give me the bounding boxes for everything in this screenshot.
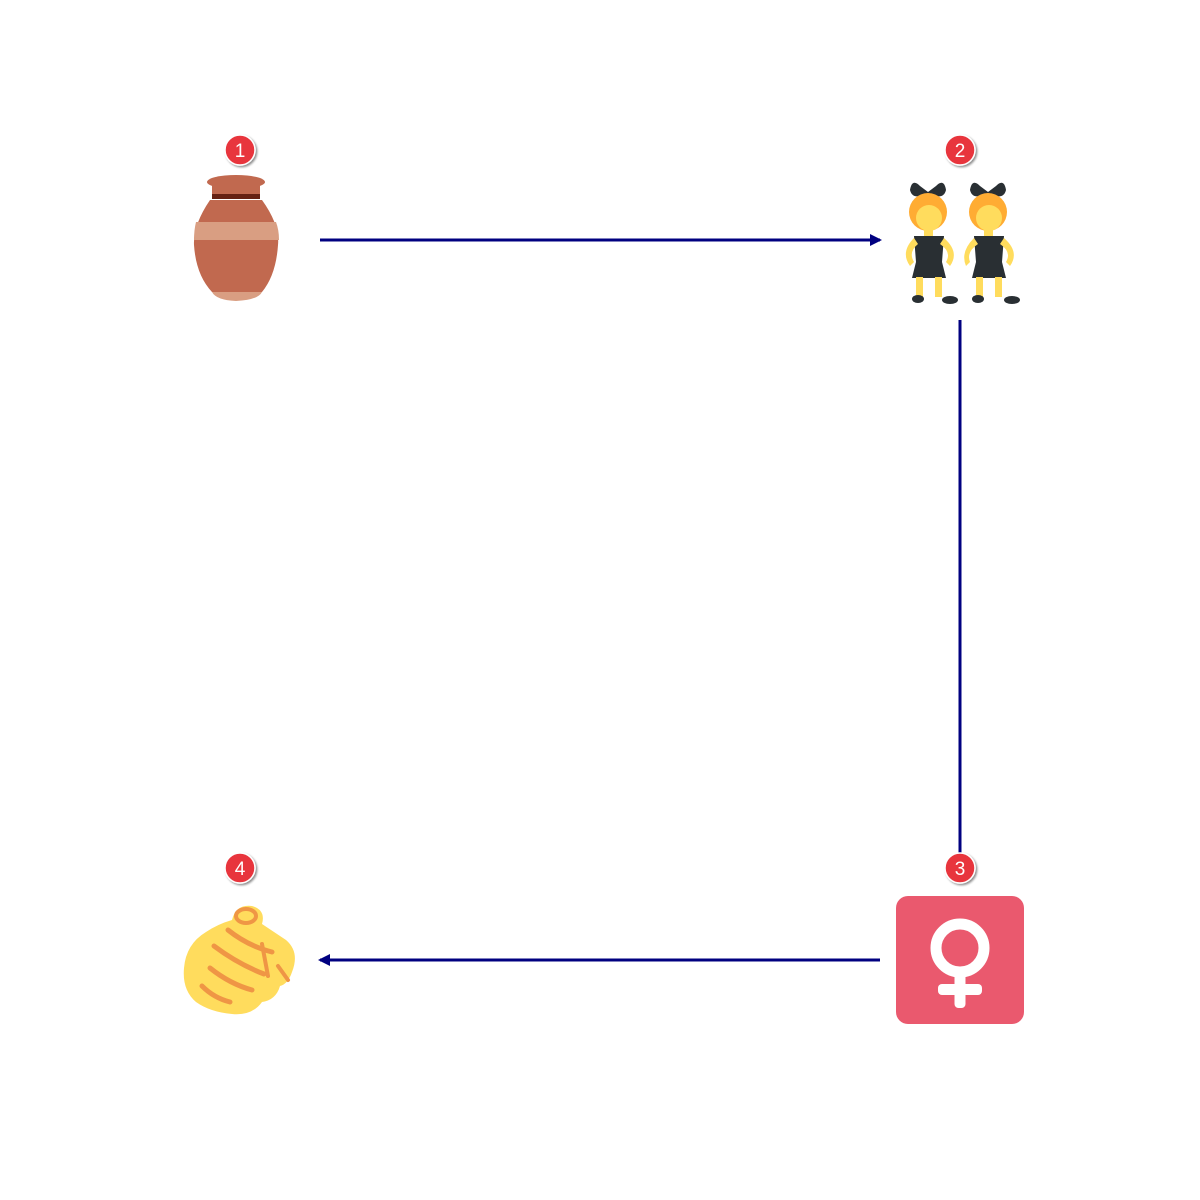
step-1-badge: 1 — [224, 134, 256, 166]
people-with-bunny-ears-icon — [905, 182, 1020, 304]
step-4-number: 4 — [235, 859, 246, 880]
step-1-node: 1 — [193, 134, 279, 301]
pointing-hand-icon — [183, 905, 295, 1015]
step-3-badge: 3 — [944, 852, 976, 884]
step-2-number: 2 — [955, 141, 966, 162]
step-3-number: 3 — [955, 859, 966, 880]
step-2-badge: 2 — [944, 134, 976, 166]
step-4-badge: 4 — [224, 852, 256, 884]
step-4-node: 4 — [183, 852, 295, 1015]
amphora-icon — [193, 175, 279, 301]
female-sign-icon — [896, 896, 1024, 1024]
step-1-number: 1 — [235, 141, 246, 162]
step-3-node: 3 — [896, 852, 1024, 1024]
step-2-node: 2 — [905, 134, 1020, 304]
